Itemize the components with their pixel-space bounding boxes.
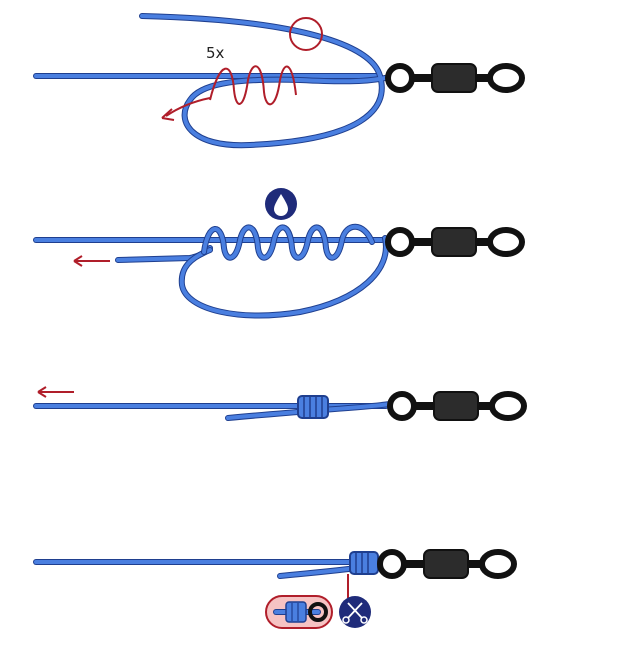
swivel: [380, 550, 514, 578]
water-drop-icon: [265, 188, 297, 220]
pull-arrow: [165, 97, 211, 117]
detail-circle-icon: [289, 17, 323, 51]
wrap-count-label: 5x: [206, 44, 225, 62]
wrap-hint-coils: [209, 65, 297, 106]
step-2: [33, 188, 522, 319]
swivel: [388, 64, 522, 92]
swivel: [388, 228, 522, 256]
step-1: 5x: [33, 13, 522, 149]
tightened-wraps: [297, 395, 329, 419]
scissors-icon: [339, 596, 371, 628]
step-4: [33, 550, 514, 629]
step-3: [33, 386, 524, 420]
trim-detail: [265, 595, 333, 629]
swivel: [390, 392, 524, 420]
finished-knot: [349, 551, 379, 575]
